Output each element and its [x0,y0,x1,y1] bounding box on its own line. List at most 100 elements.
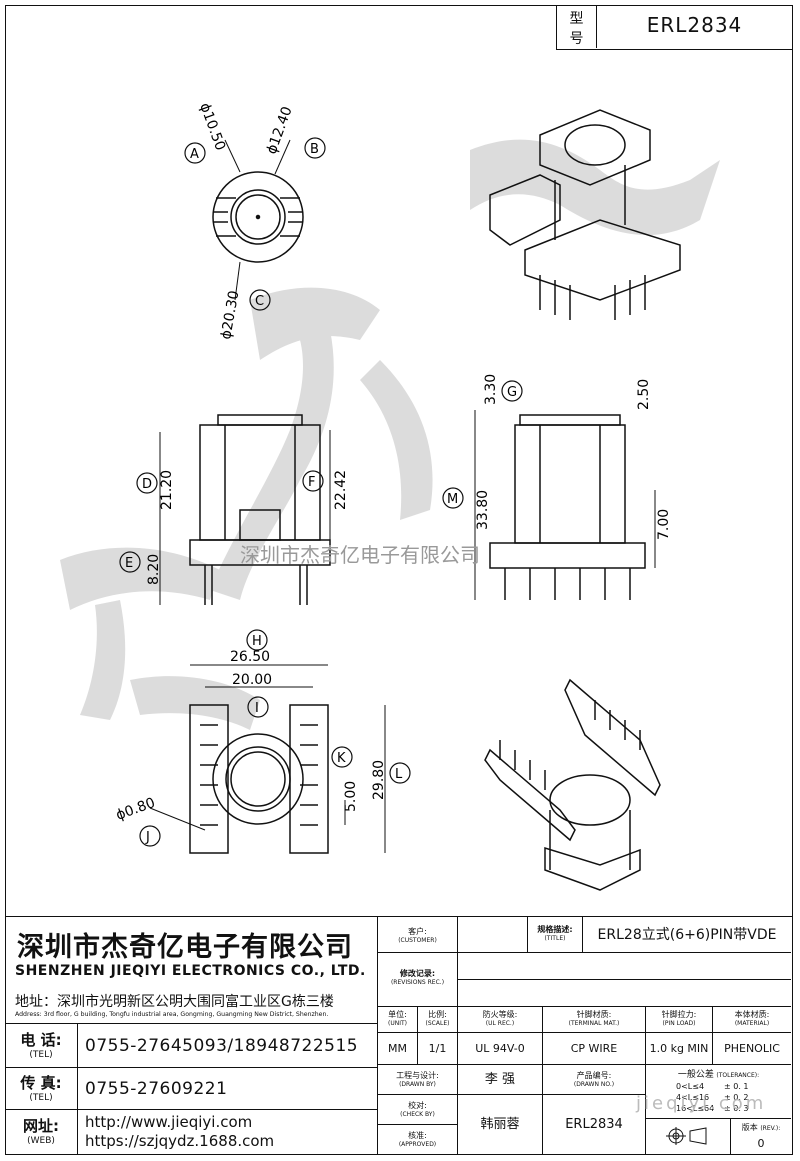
check-label: 校对: [408,1101,427,1110]
pinload-sub: (PIN LOAD) [662,1020,696,1027]
approved-label: 核准: [408,1131,427,1140]
drawn-label: 工程与设计: [396,1071,439,1080]
title-value: ERL28立式(6+6)PIN带VDE [583,917,791,953]
dim-H-label: H [252,634,262,649]
drawn-value: 李 强 [458,1065,543,1095]
dim-C-value: ɸ20.30 [218,289,242,340]
tol-value-3: ± 0. 3 [724,1104,749,1113]
material-value: PHENOLIC [713,1033,791,1065]
tol-value-1: ± 0. 1 [724,1082,749,1091]
dim-K-label: K [337,751,346,766]
web-label: 网址: [23,1117,59,1135]
top-view [184,137,326,311]
pinload-label: 针脚拉力: [661,1010,697,1019]
bottom-view [139,629,411,854]
unit-value: MM [378,1033,418,1065]
tolerance-sub: (TOLERANCE): [716,1072,760,1079]
drawno-sub: (DRAWN NO.) [573,1081,615,1088]
dim-E-label: E [125,556,133,571]
scale-sub: (SCALE) [425,1020,450,1027]
front-view [119,414,331,605]
dim-top-right-value: 2.50 [636,379,652,410]
tol-range-2: 4<L≤16 [676,1093,710,1102]
dim-A-label: A [190,147,199,162]
unit-sub: (UNIT) [388,1020,407,1027]
terminal-value: CP WIRE [543,1033,646,1065]
tel-sub: (TEL) [29,1050,53,1060]
drawno-value: ERL2834 [543,1095,646,1154]
ul-label: 防火等级: [482,1010,518,1019]
dim-B-label: B [310,142,319,157]
dim-J-value: ɸ0.80 [114,795,157,824]
revisions-label: 修改记录: [399,969,436,978]
model-value: ERL2834 [646,13,743,37]
terminal-label: 针脚材质: [576,1010,612,1019]
spec-section: 客户:(CUSTOMER) 规格描述:(TITLE) ERL28立式(6+6)P… [378,917,791,1154]
scale-label: 比例: [428,1010,447,1019]
dim-G-value: 3.30 [483,374,499,405]
technical-drawing: A B C ɸ10.50 ɸ12.40 ɸ20.30 D F E 21.20 2… [60,101,720,891]
company-section: 深圳市杰奇亿电子有限公司 SHENZHEN JIEQIYI ELECTRONIC… [5,917,378,1155]
company-name-cn: 深圳市杰奇亿电子有限公司 [17,932,353,963]
model-label-top: 型 [569,11,584,27]
model-label-bottom: 号 [569,31,584,47]
web-value-2[interactable]: https://szjqydz.1688.com [85,1132,275,1150]
check-value: 韩丽蓉 [458,1095,543,1154]
watermark-logo [60,139,720,730]
material-label: 本体材质: [734,1010,770,1019]
dim-D-label: D [142,477,152,492]
projection-symbol [646,1119,731,1154]
material-sub: (MATERIAL) [734,1020,770,1027]
dim-F-label: F [308,475,315,490]
fax-value: 0755-27609221 [85,1079,228,1099]
unit-label: 单位: [388,1010,407,1019]
dim-E-value: 8.20 [146,554,162,585]
tol-range-3: 16<L≤64 [676,1104,715,1113]
watermark-center-text: 深圳市杰奇亿电子有限公司 [240,543,480,567]
rev-value: 0 [757,1137,765,1150]
tel-label: 电 话: [20,1031,62,1049]
customer-value [458,917,528,953]
rev-label: 版本 [741,1123,758,1132]
tel-value: 0755-27645093/18948722515 [85,1036,359,1056]
check-sub: (CHECK BY) [400,1111,435,1118]
fax-sub: (TEL) [29,1093,53,1103]
title-label: 规格描述: [537,925,573,934]
dim-M-value: 33.80 [475,490,491,530]
scale-value: 1/1 [418,1033,458,1065]
tolerance-box: 一般公差 (TOLERANCE): 0<L≤4 ± 0. 1 4<L≤16 ± 0.… [636,1065,791,1119]
drawing-frame [5,5,793,1155]
dim-L-label: L [395,767,403,782]
dim-F-value: 22.42 [333,470,349,510]
terminal-sub: (TERMINAL MAT.) [568,1020,620,1027]
ul-sub: (UL REC.) [485,1020,515,1027]
web-sub: (WEB) [27,1136,55,1146]
dim-D-value: 21.20 [159,470,175,510]
dim-G-label: G [507,385,517,400]
side-view [442,380,656,600]
revisions-sub: (REVISIONS REC.) [390,979,445,986]
dim-J-label: J [145,830,150,845]
company-name-en: SHENZHEN JIEQIYI ELECTRONICS CO., LTD. [15,963,366,979]
revisions-line [458,953,791,980]
company-address-cn: 地址：深圳市光明新区公明大围同富工业区G栋三楼 [15,994,334,1010]
first-angle-projection-icon [666,1127,707,1145]
tolerance-label: 一般公差 [677,1070,714,1080]
approved-sub: (APPROVED) [398,1141,437,1148]
rev-sub: (REV.): [760,1125,781,1132]
dim-C-label: C [255,294,264,309]
ul-value: UL 94V-0 [458,1033,543,1065]
title-sub: (TITLE) [544,935,566,942]
web-value-1[interactable]: http://www.jieqiyi.com [85,1113,253,1131]
drawno-label: 产品编号: [576,1071,612,1080]
dim-B-value: ɸ12.40 [264,105,296,157]
pinload-value: 1.0 kg MIN [646,1033,713,1065]
dim-K-value: 5.00 [343,781,359,812]
customer-label: 客户: [408,927,427,936]
tol-value-2: ± 0. 2 [724,1093,749,1102]
dim-L-value: 29.80 [371,760,387,800]
tol-range-1: 0<L≤4 [676,1082,705,1091]
iso-view-top [489,109,681,320]
fax-label: 传 真: [20,1074,62,1092]
watermark-bottom-text: jieqiyi.com [636,1093,767,1114]
